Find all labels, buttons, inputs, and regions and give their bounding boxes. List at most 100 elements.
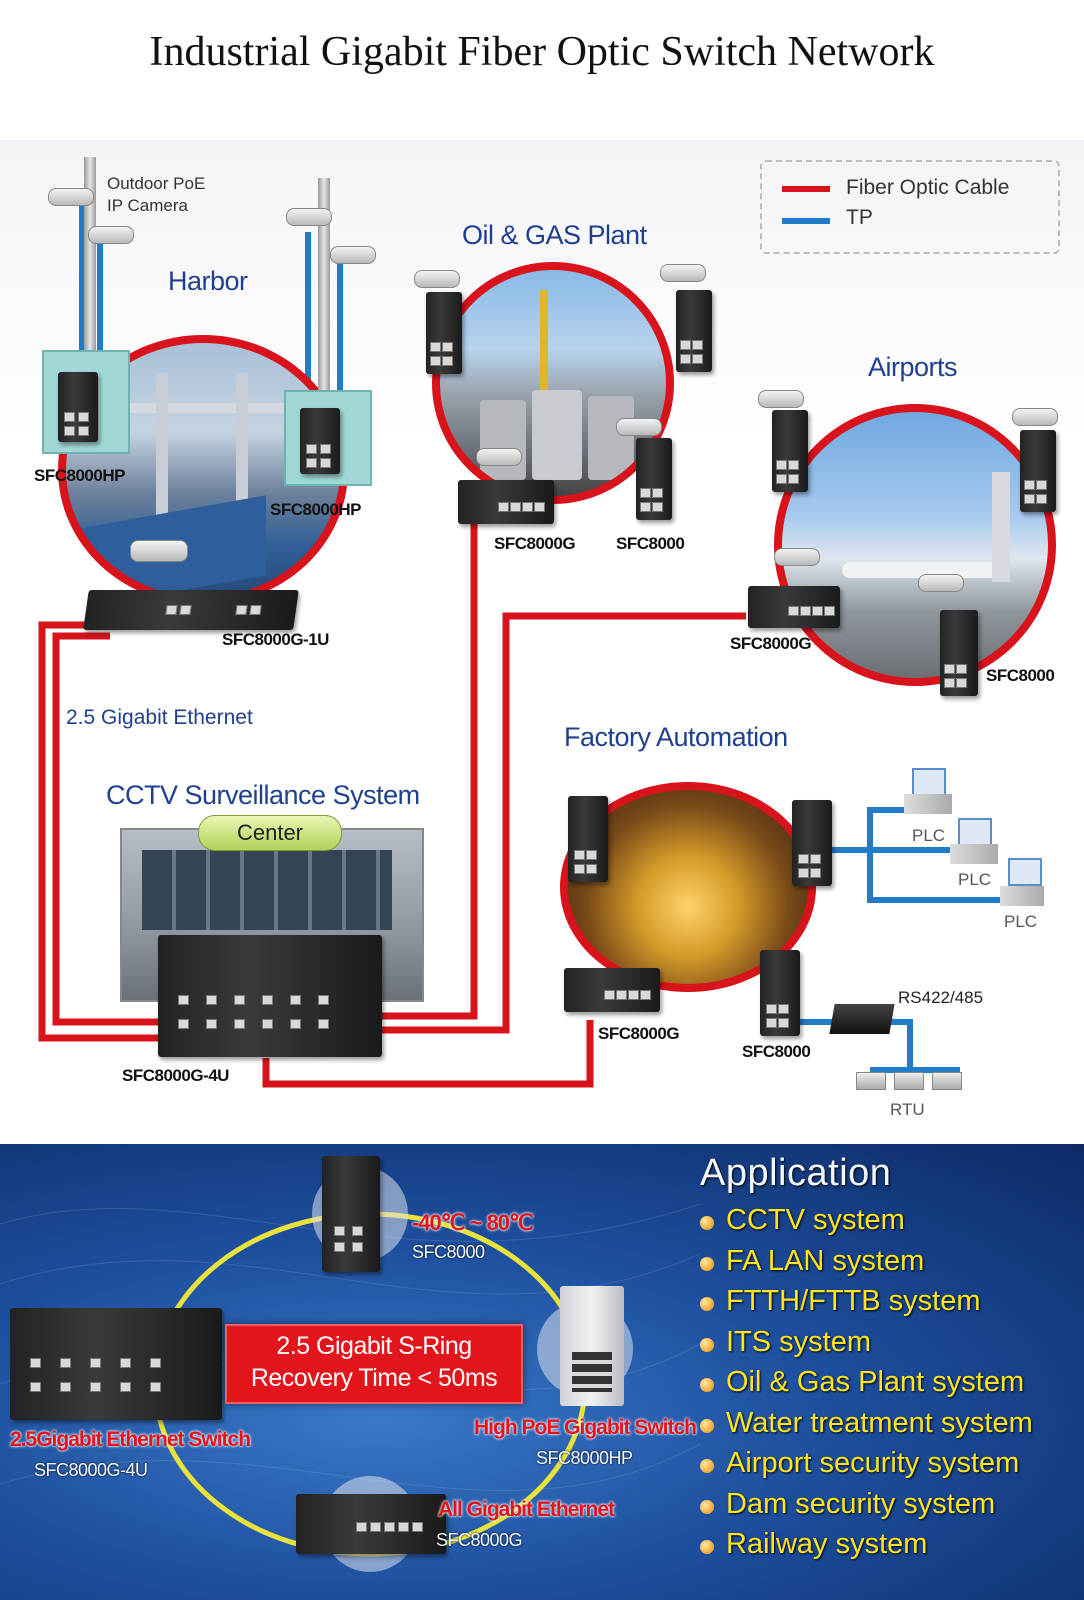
cctv-4u-label: SFC8000G-4U [122, 1066, 229, 1085]
application-item: Airport security system [726, 1447, 1020, 1479]
harbor-1u-switch [83, 590, 299, 630]
rtu-device [932, 1072, 962, 1090]
fiber-factory-to-cctv [262, 1020, 594, 1088]
oil-g-switch [458, 480, 554, 524]
fiber-legend-label: Fiber Optic Cable [846, 176, 1010, 199]
plc-label-1: PLC [912, 826, 946, 845]
gigabit-label: 2.5 Gigabit Ethernet [66, 706, 253, 729]
air-sfc-switch [940, 610, 978, 696]
airports-label: Airports [868, 352, 958, 382]
bullet-icon [700, 1459, 714, 1473]
camera-icon [774, 548, 820, 566]
bullet-icon [700, 1418, 714, 1433]
ring-top-temp: -40℃ ~ 80℃ [412, 1210, 534, 1235]
rtu-label: RTU [890, 1100, 925, 1119]
air-g-switch [748, 586, 840, 628]
application-item: Water treatment system [726, 1406, 1033, 1439]
oil-sfc-switch-right [676, 290, 712, 372]
harbor-enclosure-left [42, 350, 130, 454]
bullet-icon [700, 1337, 714, 1352]
tp-legend-label: TP [846, 206, 873, 229]
air-sfc-label: SFC8000 [986, 666, 1055, 685]
camera-icon [414, 270, 460, 288]
serial-converter [829, 1004, 895, 1034]
camera-icon [1012, 408, 1058, 426]
harbor-enclosure-right [284, 390, 372, 486]
computer-icon [912, 768, 946, 796]
computer-icon [1008, 858, 1042, 886]
application-item: FTTH/FTTB system [726, 1285, 981, 1317]
application-item: Dam security system [726, 1487, 996, 1520]
ring-right-name: High PoE Gigabit Switch [474, 1416, 697, 1439]
plc-label-2: PLC [958, 870, 992, 889]
factory-label: Factory Automation [564, 722, 788, 752]
camera-icon [758, 390, 804, 408]
application-item: Railway system [726, 1528, 928, 1560]
camera-icon [130, 540, 188, 562]
camera-icon [476, 448, 522, 466]
fa-sfc-switch-right [792, 800, 832, 886]
rtu-device [894, 1072, 924, 1090]
ring-sfc8000hp [560, 1286, 624, 1406]
plc-label-3: PLC [1004, 912, 1038, 931]
ring-sfc8000g [296, 1494, 446, 1554]
cctv-label: CCTV Surveillance System [106, 780, 420, 810]
ring-sfc8000 [322, 1156, 380, 1272]
oil-gas-label: Oil & GAS Plant [462, 220, 647, 250]
fiber-harbor-to-cctv [38, 621, 160, 1042]
camera-icon [616, 418, 662, 436]
camera-icon [918, 574, 964, 592]
fa-g-label: SFC8000G [598, 1024, 680, 1043]
plc-device [950, 844, 998, 864]
air-sfc-switch-left [772, 410, 808, 492]
bullet-icon [700, 1378, 714, 1392]
application-heading: Application [700, 1152, 892, 1194]
application-item: FA LAN system [726, 1244, 925, 1277]
camera-icon [286, 208, 332, 226]
cctv-4u-chassis [158, 935, 382, 1057]
ring-4u [10, 1308, 222, 1420]
rtu-device [856, 1072, 886, 1090]
harbor-label: Harbor [168, 266, 248, 296]
ring-left-name: 2.5Gigabit Ethernet Switch [10, 1428, 251, 1451]
s-ring-badge: 2.5 Gigabit S-Ring Recovery Time < 50ms [225, 1324, 523, 1404]
outdoor-camera-label-1: Outdoor PoE [107, 174, 206, 193]
oil-gas-scene [432, 262, 674, 504]
s-ring-badge-line2: Recovery Time < 50ms [250, 1364, 498, 1392]
harbor-camera-pole-right [318, 178, 330, 428]
ring-left-model: SFC8000G-4U [34, 1460, 148, 1480]
application-item: ITS system [726, 1325, 872, 1358]
fiber-airport-to-cctv [380, 612, 746, 1034]
fiber-oil-to-cctv [380, 520, 478, 1020]
application-item: Oil & Gas Plant system [726, 1366, 1025, 1398]
harbor-hp-left-label: SFC8000HP [34, 466, 125, 485]
camera-icon [48, 188, 94, 206]
air-sfc-switch-right [1020, 430, 1056, 512]
camera-icon [88, 226, 134, 244]
oil-sfc-switch-left [426, 292, 462, 374]
fa-sfc-switch [760, 950, 800, 1036]
oil-g-label: SFC8000G [494, 534, 576, 553]
airports-scene [774, 404, 1056, 686]
bullet-icon [700, 1540, 714, 1554]
harbor-1u-label: SFC8000G-1U [222, 630, 329, 649]
computer-icon [958, 818, 992, 846]
fa-sfc-switch-left [568, 796, 608, 882]
bullet-icon [700, 1256, 714, 1271]
fa-g-switch [564, 968, 660, 1012]
oil-sfc-label: SFC8000 [616, 534, 685, 553]
application-item: CCTV system [726, 1204, 905, 1236]
ring-bottom-name: All Gigabit Ethernet [438, 1498, 615, 1521]
fiber-harbor-to-cctv-inner [52, 632, 160, 1026]
plc-device [904, 794, 952, 814]
center-badge: Center [198, 815, 342, 851]
application-panel: -40℃ ~ 80℃ SFC8000 2.5Gigabit Ethernet S… [0, 1144, 1084, 1600]
ring-right-model: SFC8000HP [536, 1448, 633, 1468]
fiber-legend-swatch [782, 186, 830, 192]
ring-top-model: SFC8000 [412, 1242, 485, 1262]
bullet-icon [700, 1216, 714, 1230]
legend: Fiber Optic Cable TP [760, 160, 1060, 254]
fa-sfc-label: SFC8000 [742, 1042, 811, 1061]
camera-icon [330, 246, 376, 264]
tp-legend-swatch [782, 218, 830, 224]
